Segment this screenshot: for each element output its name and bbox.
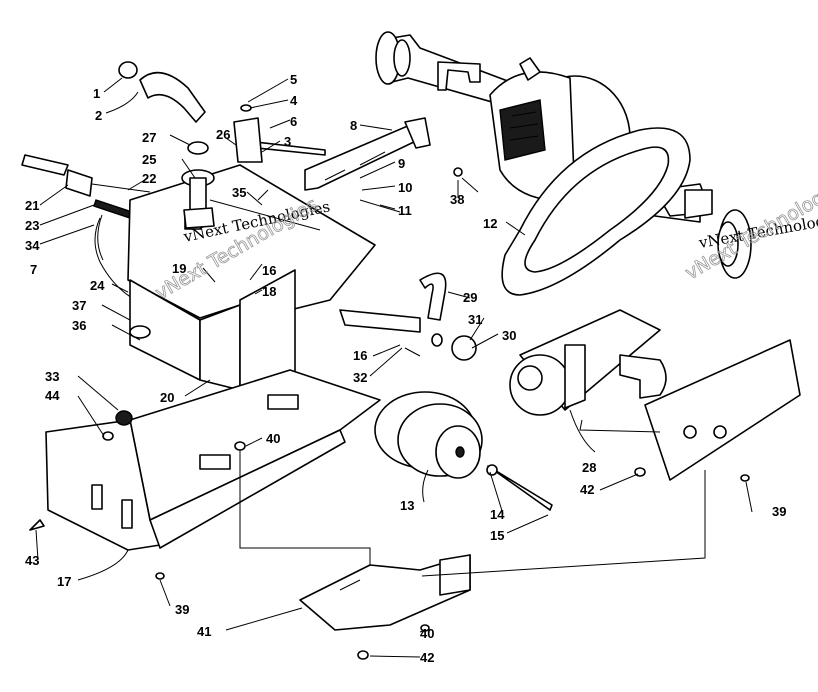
callout-label: 16 [353,348,367,363]
callout-label: 39 [772,504,786,519]
callout-label: 44 [45,388,60,403]
exhaust-pipes [339,272,477,361]
muffler [509,309,667,416]
side-panel [644,339,801,481]
reference-lines [239,419,706,577]
callout-label: 34 [25,238,40,253]
upper-rod [233,104,326,163]
callout-label: 9 [398,156,405,171]
callout-label: 37 [72,298,86,313]
callout-label: 40 [266,431,280,446]
callout-label: 8 [350,118,357,133]
callout-label: 29 [463,290,477,305]
callout-label: 32 [353,370,367,385]
callout-label: 20 [160,390,174,405]
callout-label: 35 [232,185,246,200]
leader-lines [35,77,753,658]
callout-label: 42 [420,650,434,665]
callout-label: 10 [398,180,412,195]
callout-label: 33 [45,369,59,384]
support-column [181,169,215,229]
callout-label: 13 [400,498,414,513]
callout-label: 38 [450,192,464,207]
lower-frame [45,369,381,551]
callout-label: 22 [142,171,156,186]
callout-label: 27 [142,130,156,145]
callout-label: 14 [490,507,505,522]
intake-tube [118,61,209,155]
callout-label: 28 [582,460,596,475]
chaincase-bracket [304,117,431,191]
callout-label: 4 [290,93,298,108]
callout-label: 18 [262,284,276,299]
callout-label: 17 [57,574,71,589]
callout-label: 19 [172,261,186,276]
callout-label: 16 [262,263,276,278]
callout-label: 41 [197,624,211,639]
callout-label: 30 [502,328,516,343]
callout-label: 1 [93,86,100,101]
callout-label: 31 [468,312,482,327]
callout-label: 15 [490,528,504,543]
callout-label: 7 [30,262,37,277]
callout-label: 21 [25,198,39,213]
fasteners [29,167,750,660]
drive-belt [501,127,691,296]
callout-label: 23 [25,218,39,233]
callout-label: 40 [420,626,434,641]
callout-label: 5 [290,72,297,87]
callout-label: 12 [483,216,497,231]
callout-labels: 1 2 3 4 5 6 7 8 9 10 11 12 13 14 15 16 1… [25,72,786,665]
callout-label: 2 [95,108,102,123]
callout-label: 42 [580,482,594,497]
callout-label: 6 [290,114,297,129]
callout-label: 3 [284,134,291,149]
callout-label: 43 [25,553,39,568]
callout-label: 11 [398,203,412,218]
skid-plate [299,554,471,631]
callout-label: 24 [90,278,105,293]
callout-label: 39 [175,602,189,617]
callout-label: 26 [216,127,230,142]
callout-label: 25 [142,152,156,167]
primary-clutch [374,391,483,479]
callout-label: 36 [72,318,86,333]
